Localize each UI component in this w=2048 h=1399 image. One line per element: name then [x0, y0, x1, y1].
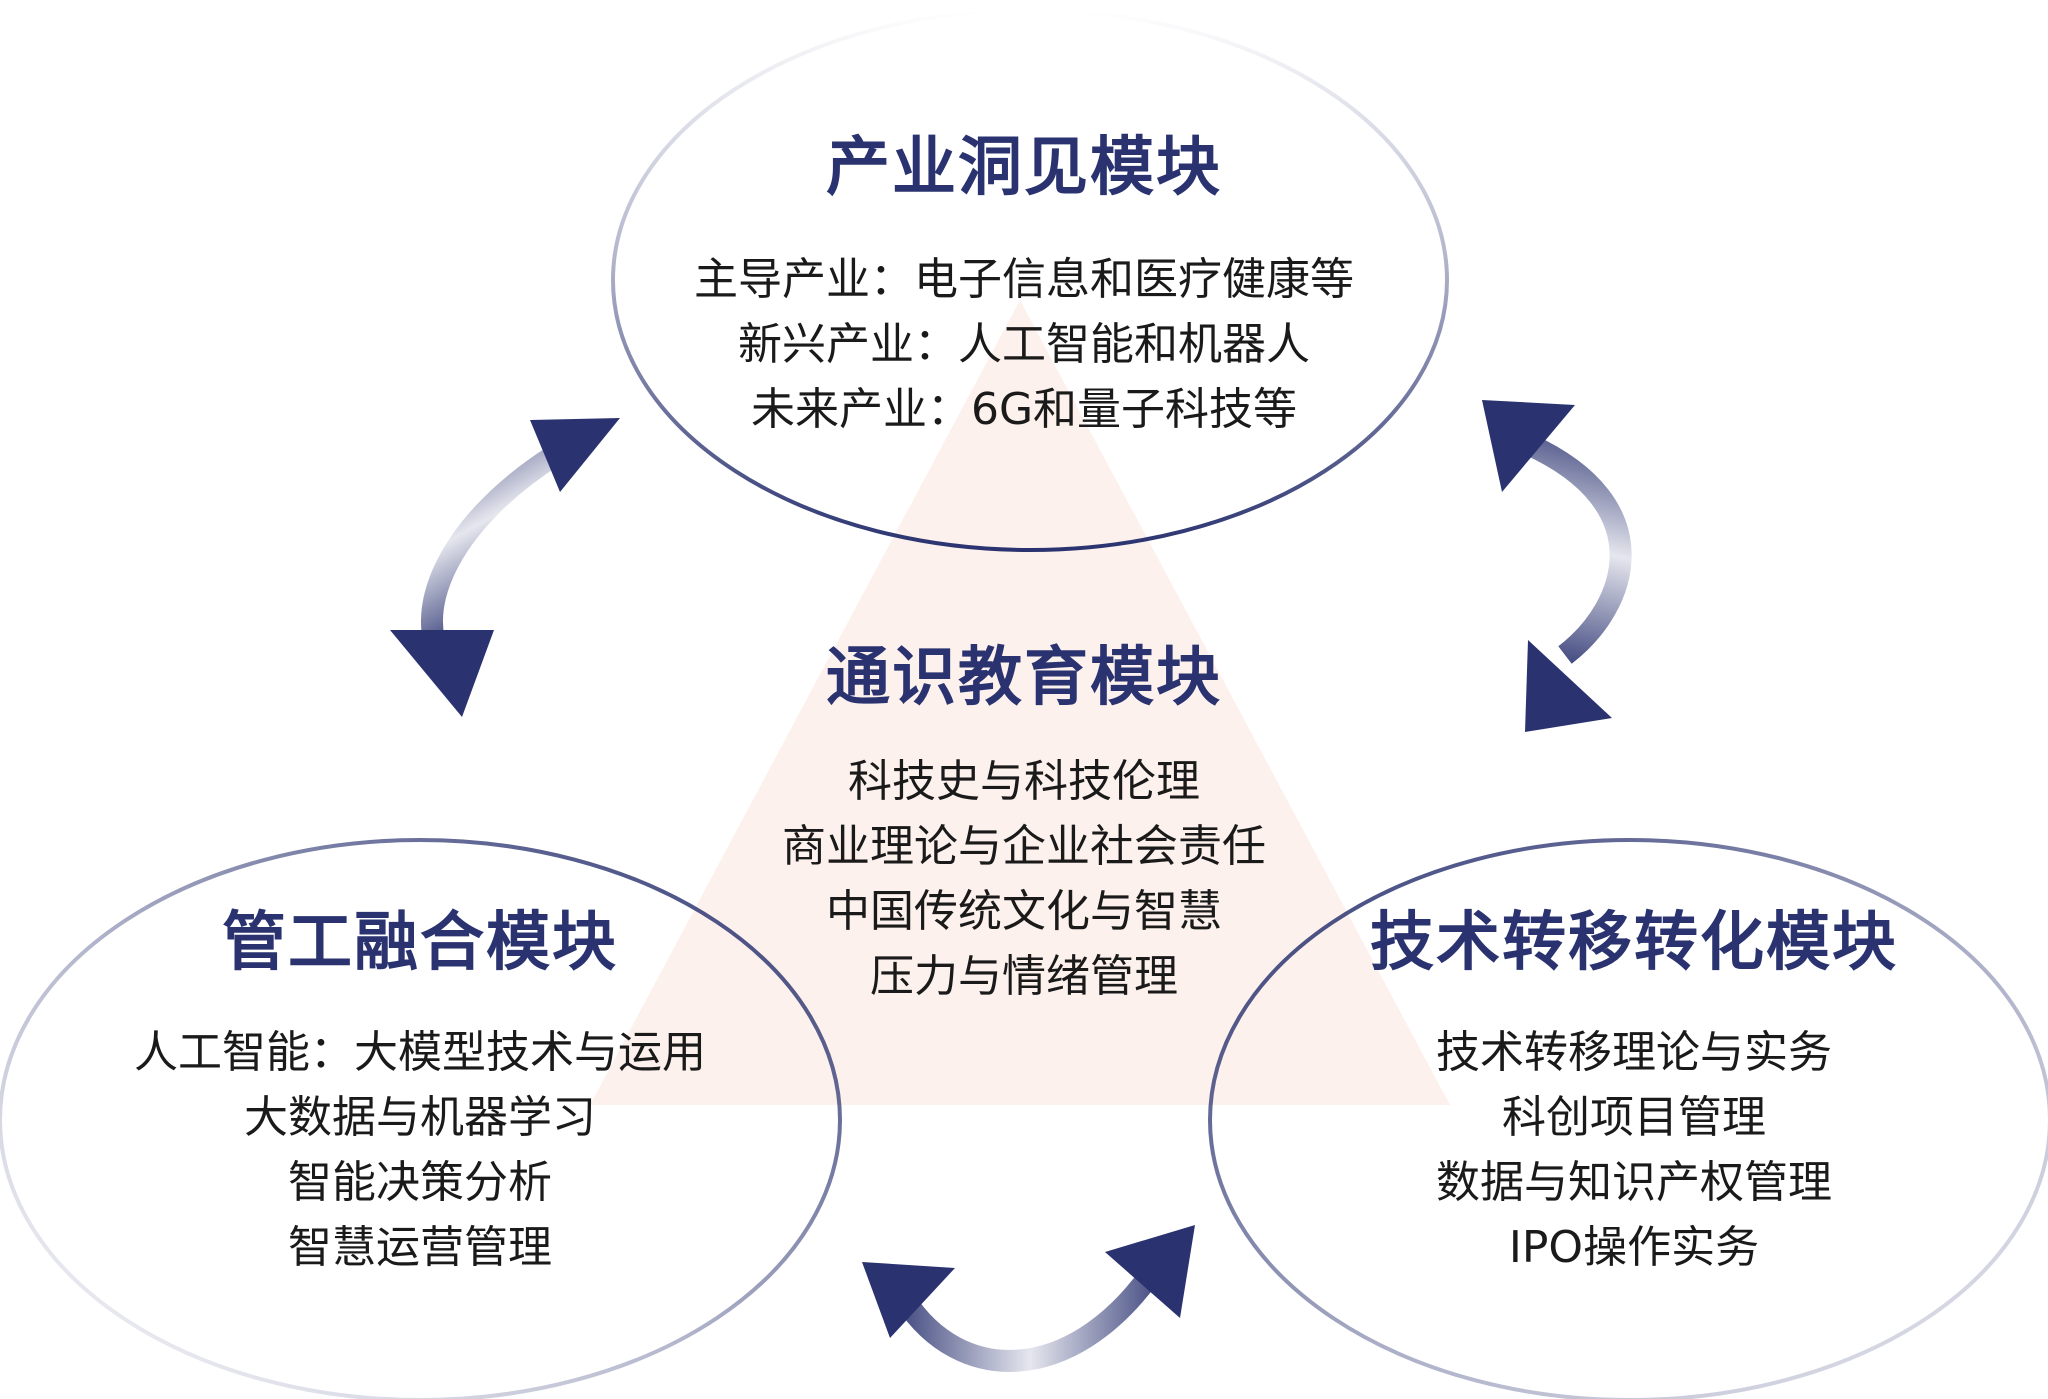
arrow-head-bottom-left: [862, 1262, 955, 1338]
module-title: 管工融合模块: [222, 906, 618, 980]
module-title: 技术转移转化模块: [1370, 906, 1898, 980]
module-item: 科技史与科技伦理: [848, 755, 1200, 807]
module-item: IPO操作实务: [1508, 1221, 1760, 1273]
module-general-education: 通识教育模块 科技史与科技伦理 商业理论与企业社会责任 中国传统文化与智慧 压力…: [724, 640, 1324, 1009]
double-arrow-top-left: [390, 418, 620, 717]
module-item: 大数据与机器学习: [244, 1091, 596, 1143]
double-arrow-bottom: [862, 1225, 1195, 1372]
arrow-head-bottom-right: [1105, 1225, 1195, 1318]
module-item: 主导产业：电子信息和医疗健康等: [694, 253, 1354, 305]
double-arrow-top-right: [1482, 400, 1632, 732]
arrow-head-upper-right: [1482, 400, 1575, 492]
ellipse-left: [0, 838, 842, 1399]
module-management-engineering: 管工融合模块 人工智能：大模型技术与运用 大数据与机器学习 智能决策分析 智慧运…: [40, 905, 800, 1280]
background-triangle: [590, 300, 1450, 1105]
module-industry-insight: 产业洞见模块 主导产业：电子信息和医疗健康等 新兴产业：人工智能和机器人 未来产…: [644, 130, 1404, 442]
module-tech-transfer: 技术转移转化模块 技术转移理论与实务 科创项目管理 数据与知识产权管理 IPO操…: [1284, 905, 1984, 1280]
module-item: 新兴产业：人工智能和机器人: [738, 318, 1310, 370]
module-title: 通识教育模块: [826, 641, 1222, 715]
module-item: 商业理论与企业社会责任: [782, 820, 1266, 872]
module-item: 数据与知识产权管理: [1436, 1156, 1832, 1208]
module-item: 科创项目管理: [1502, 1091, 1766, 1143]
module-item: 智慧运营管理: [288, 1221, 552, 1273]
module-item: 人工智能：大模型技术与运用: [134, 1026, 706, 1078]
arrow-shaft-bottom: [895, 1268, 1159, 1372]
arrow-head-top-left: [530, 418, 620, 492]
arrow-head-bottom-left: [390, 630, 494, 717]
module-item: 未来产业：6G和量子科技等: [750, 383, 1298, 435]
ellipse-right: [1208, 838, 2048, 1399]
module-title: 产业洞见模块: [826, 131, 1222, 205]
module-item: 智能决策分析: [288, 1156, 552, 1208]
arrow-shaft-top-right: [1525, 435, 1632, 664]
ellipse-top: [611, 8, 1449, 552]
module-item: 压力与情绪管理: [870, 950, 1178, 1002]
module-item: 中国传统文化与智慧: [826, 885, 1222, 937]
arrow-head-lower-right: [1525, 640, 1612, 732]
module-item: 技术转移理论与实务: [1436, 1026, 1832, 1078]
